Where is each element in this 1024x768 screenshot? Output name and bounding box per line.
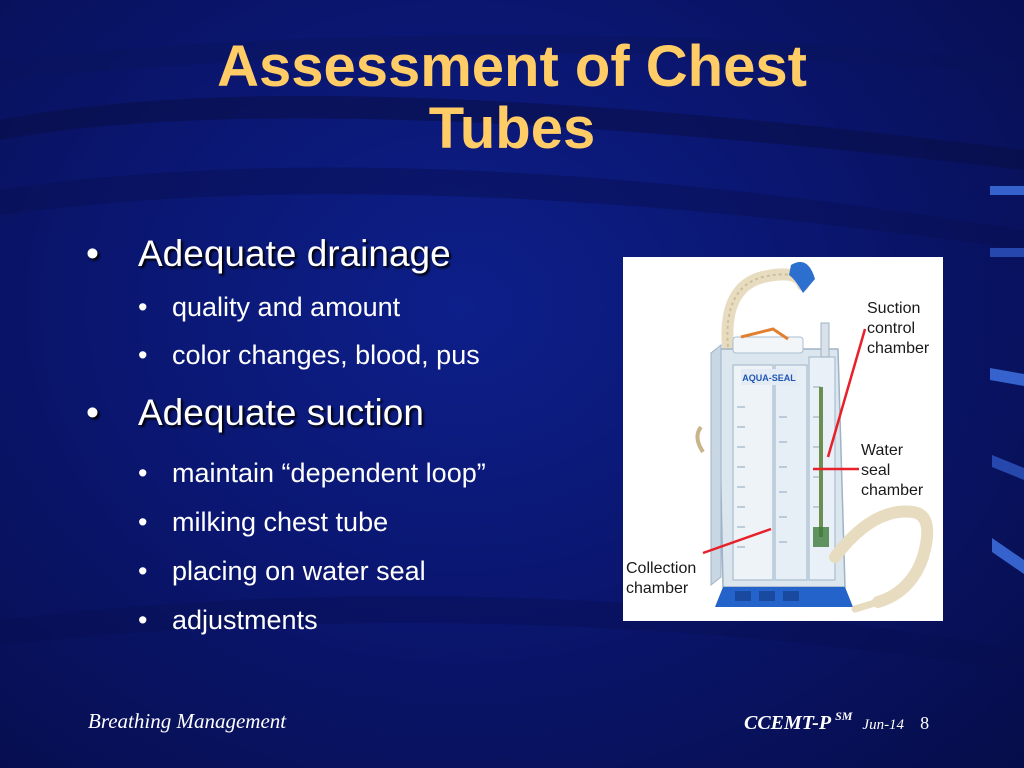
chest-drain-illustration: AQUA-SEAL bbox=[695, 262, 934, 613]
sub-bullet-marker: • bbox=[138, 340, 148, 370]
bullet-adequate-suction: • Adequate suction bbox=[86, 391, 606, 435]
brand-label: AQUA-SEAL bbox=[742, 373, 796, 383]
label-water-seal-chamber: Water seal chamber bbox=[861, 442, 924, 499]
sub-bullet-adjustments: • adjustments bbox=[86, 604, 606, 636]
sub-bullet-marker: • bbox=[138, 458, 148, 488]
sub-bullet-water-seal: • placing on water seal bbox=[86, 555, 606, 587]
sub-bullet-marker: • bbox=[138, 556, 148, 586]
footer-org: CCEMT-P bbox=[744, 712, 832, 734]
label-collection-chamber: Collection chamber bbox=[626, 560, 697, 597]
sub-bullet-text: maintain “dependent loop” bbox=[172, 458, 486, 488]
sub-bullet-milking: • milking chest tube bbox=[86, 506, 606, 538]
sub-bullet-text: milking chest tube bbox=[172, 507, 389, 537]
bullet-adequate-drainage: • Adequate drainage bbox=[86, 232, 606, 276]
page-number: 8 bbox=[920, 713, 930, 733]
bullet-marker: • bbox=[86, 392, 99, 433]
chest-drain-image: AQUA-SEAL bbox=[623, 257, 943, 621]
title-line-1: Assessment of Chest bbox=[217, 34, 807, 99]
sub-bullet-text: placing on water seal bbox=[172, 556, 426, 586]
sub-bullet-text: adjustments bbox=[172, 605, 318, 635]
bullet-list: • Adequate drainage • quality and amount… bbox=[86, 232, 606, 636]
sub-bullet-quality: • quality and amount bbox=[86, 291, 606, 323]
bullet-text: Adequate drainage bbox=[138, 233, 451, 274]
sub-bullet-marker: • bbox=[138, 605, 148, 635]
sub-bullet-marker: • bbox=[138, 507, 148, 537]
title-line-2: Tubes bbox=[428, 96, 596, 161]
sub-bullet-color-changes: • color changes, blood, pus bbox=[86, 339, 606, 371]
label-suction-control-chamber: Suction control chamber bbox=[867, 300, 930, 357]
footer-date: Jun-14 bbox=[862, 717, 905, 733]
sub-bullet-marker: • bbox=[138, 292, 148, 322]
footer-topic: Breathing Management bbox=[88, 709, 287, 733]
sub-bullet-text: quality and amount bbox=[172, 292, 401, 322]
bullet-marker: • bbox=[86, 233, 99, 274]
slide-title: Assessment of Chest Tubes bbox=[0, 36, 1024, 160]
bullet-text: Adequate suction bbox=[138, 392, 424, 433]
footer-service-mark: SM bbox=[835, 709, 853, 723]
sub-bullet-dependent-loop: • maintain “dependent loop” bbox=[86, 457, 606, 489]
sub-bullet-text: color changes, blood, pus bbox=[172, 340, 480, 370]
